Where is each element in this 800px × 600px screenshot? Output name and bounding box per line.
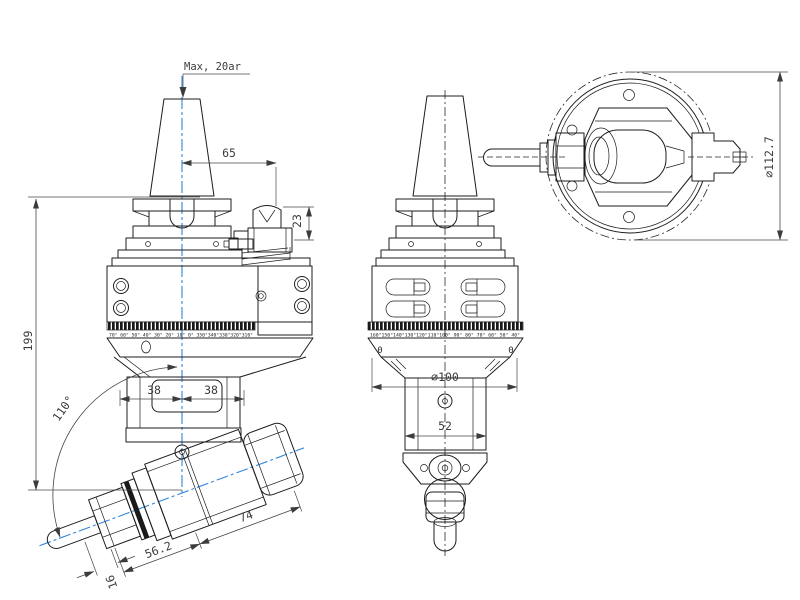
taper-shank <box>149 98 215 197</box>
dim-38-left-label: 38 <box>147 383 161 397</box>
side-ring-zero-right: 0 <box>508 346 513 356</box>
clamp-block <box>688 132 753 182</box>
side-scale-labels: 160°150°140°130°120°110°100° 90° 80° 70°… <box>370 333 520 338</box>
front-graduation-ring: 70° 60° 50° 40° 30° 20° 10° 0° 350°340°3… <box>106 321 314 358</box>
rotation-envelope-circle <box>545 71 715 241</box>
dim-23-label: 23 <box>290 214 304 228</box>
head-body-outline <box>584 107 693 207</box>
output-shaft <box>46 515 102 549</box>
output-spindle <box>478 132 585 182</box>
dia-112-7-label: ⌀112.7 <box>762 136 776 178</box>
angle-110-label: 110° <box>50 393 77 424</box>
side-graduation-ring: 160°150°140°130°120°110°100° 90° 80° 70°… <box>367 321 524 358</box>
max-pressure-label: Max, 20ar <box>184 61 241 73</box>
taper-shank-side <box>412 95 478 197</box>
dim-16-label: 16 <box>103 573 121 591</box>
side-view: 160°150°140°130°120°110°100° 90° 80° 70°… <box>367 90 524 556</box>
dim-74-label: 74 <box>237 507 255 525</box>
dia-100-label: ⌀100 <box>431 370 459 384</box>
front-view: 70° 60° 50° 40° 30° 20° 10° 0° 350°340°3… <box>21 61 314 591</box>
end-view: ⌀112.7 <box>478 71 788 241</box>
dim-65-label: 65 <box>222 146 236 160</box>
max-pressure-leader: Max, 20ar <box>179 61 250 98</box>
dim-199-label: 199 <box>21 331 35 352</box>
dim-56-2-label: 56.2 <box>143 538 174 561</box>
dim-38-right-label: 38 <box>204 383 218 397</box>
front-scale-labels: 70° 60° 50° 40° 30° 20° 10° 0° 350°340°3… <box>109 333 253 338</box>
side-lower-head <box>402 452 488 552</box>
end-cap-nut <box>243 422 304 496</box>
body-slots <box>385 278 506 318</box>
angle-head: 56.2 74 16 <box>39 422 305 591</box>
spring <box>241 247 291 266</box>
side-ring-zero-left: 0 <box>377 346 382 356</box>
coolant-fitting <box>223 205 293 266</box>
drive-slot <box>169 199 195 229</box>
dim-52-label: 52 <box>438 419 452 433</box>
